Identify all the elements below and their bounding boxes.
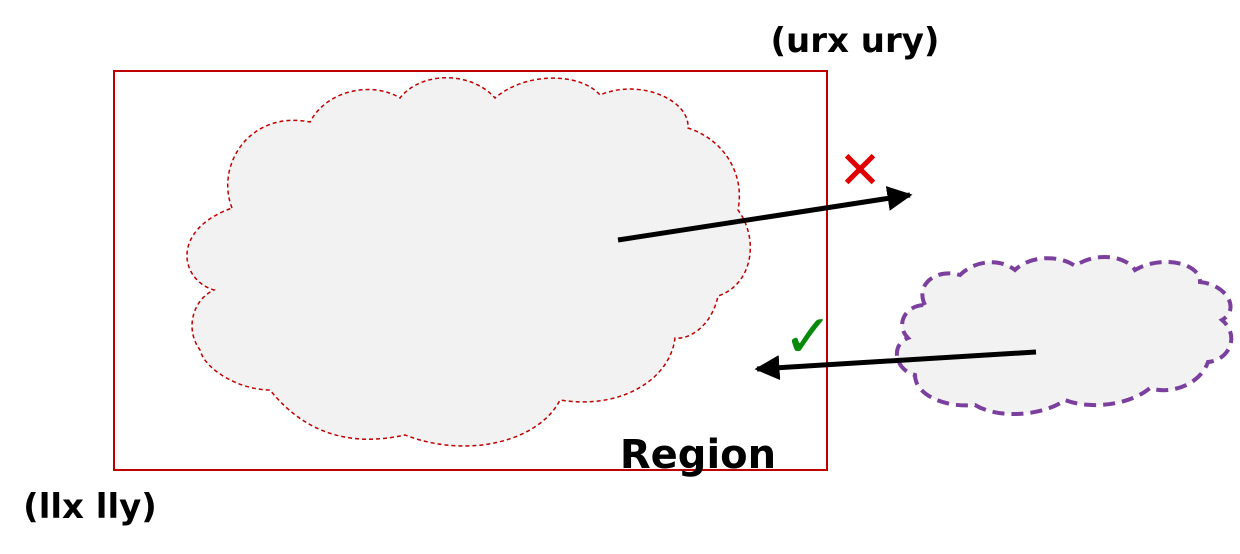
inner-cloud (186, 77, 752, 447)
lower-left-corner-label: (llx lly) (23, 487, 157, 527)
cross-mark-icon: ✕ (838, 141, 882, 201)
region-label: Region (620, 432, 776, 478)
region-rectangle (113, 70, 828, 471)
check-mark-icon: ✓ (783, 302, 833, 372)
upper-right-corner-label: (urx ury) (771, 21, 940, 61)
incoming-arrow (754, 349, 1037, 381)
outgoing-arrow (617, 186, 913, 243)
outer-cloud (894, 254, 1234, 417)
